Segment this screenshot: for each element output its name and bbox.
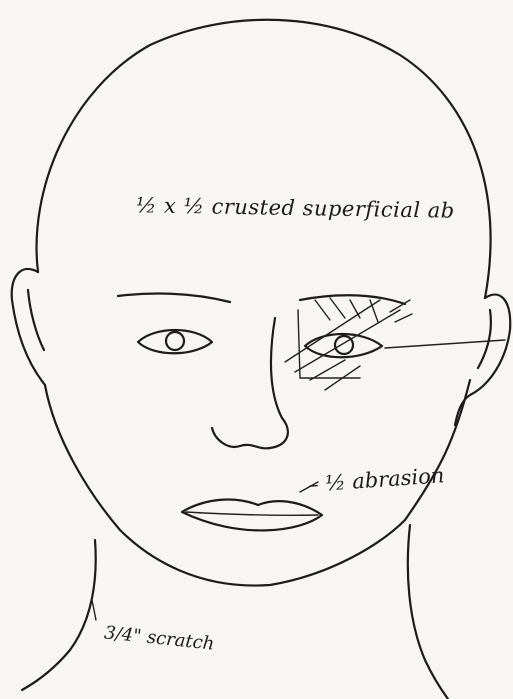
neck-scratch-mark xyxy=(92,600,96,620)
left-iris xyxy=(166,332,184,350)
eye-injury-hatching xyxy=(285,298,412,390)
left-ear xyxy=(12,269,45,385)
left-eyebrow xyxy=(118,294,230,302)
neck-outline-right xyxy=(408,525,448,699)
lip-line xyxy=(186,512,318,515)
neck-outline-left xyxy=(22,540,96,690)
nose xyxy=(212,318,288,448)
right-eyebrow xyxy=(300,295,405,304)
head-outline xyxy=(37,20,491,586)
